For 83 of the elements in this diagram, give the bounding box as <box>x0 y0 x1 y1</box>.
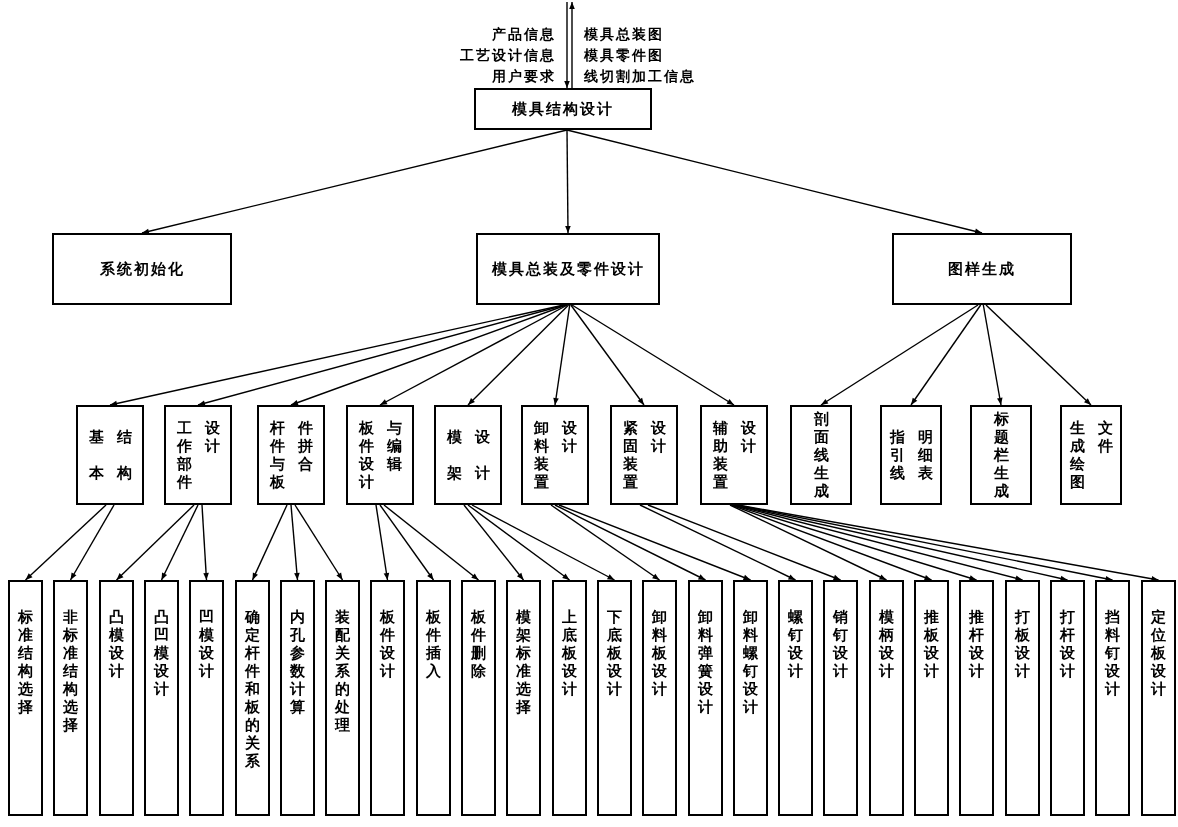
arrow <box>290 304 567 406</box>
vertical-process-box: 卸料板设计 <box>642 580 677 816</box>
flow-label: 模具零件图 <box>584 46 664 65</box>
process-box: 系统初始化 <box>52 233 232 305</box>
arrow <box>471 504 616 581</box>
vertical-process-box: 内孔参数计算 <box>280 580 315 816</box>
vertical-process-box: 确定杆件和板的关系 <box>235 580 270 816</box>
arrow <box>24 504 107 581</box>
vertical-process-box: 上底板设计 <box>552 580 587 816</box>
arrow <box>550 504 661 581</box>
arrow <box>910 304 982 406</box>
vertical-process-box: 非标准结构选择 <box>53 580 88 816</box>
arrow <box>467 504 571 581</box>
arrow <box>290 504 300 581</box>
arrow <box>201 504 209 581</box>
arrow <box>141 129 568 235</box>
vertical-process-box: 打杆设计 <box>1050 580 1085 816</box>
flow-label: 产品信息 <box>492 25 556 44</box>
vertical-process-box: 指引线明细表 <box>880 405 942 505</box>
arrow <box>467 304 570 406</box>
vertical-process-box: 凹模设计 <box>189 580 224 816</box>
vertical-process-box: 挡料钉设计 <box>1095 580 1130 816</box>
process-box: 模具结构设计 <box>474 88 652 130</box>
arrow <box>383 504 480 581</box>
arrow <box>639 504 797 581</box>
arrow <box>571 304 735 406</box>
arrow <box>379 304 569 406</box>
arrow <box>69 504 115 581</box>
arrow <box>566 129 983 235</box>
vertical-process-box: 凸模设计 <box>99 580 134 816</box>
vertical-process-box: 标题栏生成 <box>970 405 1032 505</box>
arrow <box>729 504 888 581</box>
vertical-process-box: 销钉设计 <box>823 580 858 816</box>
flow-label: 用户要求 <box>492 67 556 86</box>
arrow <box>553 304 571 406</box>
vertical-process-box: 板件插入 <box>416 580 451 816</box>
vertical-process-box: 装配关系的处理 <box>325 580 360 816</box>
vertical-process-box: 卸料螺钉设计 <box>733 580 768 816</box>
vertical-process-box: 辅助装置设计 <box>700 405 768 505</box>
arrow <box>558 504 752 581</box>
process-box: 模具总装及零件设计 <box>476 233 660 305</box>
arrow <box>379 504 435 581</box>
vertical-process-box: 板件设计与编辑 <box>346 405 414 505</box>
flow-label: 模具总装图 <box>584 25 664 44</box>
arrow <box>569 1 575 89</box>
process-box: 图样生成 <box>892 233 1072 305</box>
vertical-process-box: 剖面线生成 <box>790 405 852 505</box>
vertical-process-box: 打板设计 <box>1005 580 1040 816</box>
vertical-process-box: 标准结构选择 <box>8 580 43 816</box>
flow-label: 工艺设计信息 <box>460 46 556 65</box>
vertical-process-box: 生成绘图文件 <box>1060 405 1122 505</box>
arrow <box>565 129 571 234</box>
arrow <box>463 504 525 581</box>
vertical-process-box: 下底板设计 <box>597 580 632 816</box>
flow-label: 线切割加工信息 <box>584 67 696 86</box>
arrow <box>554 504 707 581</box>
arrow <box>982 304 1003 406</box>
arrow <box>160 504 199 581</box>
vertical-process-box: 模架标准选择 <box>506 580 541 816</box>
vertical-process-box: 模架设计 <box>434 405 502 505</box>
vertical-process-box: 推板设计 <box>914 580 949 816</box>
vertical-process-box: 模柄设计 <box>869 580 904 816</box>
arrow <box>251 504 288 581</box>
arrow <box>985 304 1092 406</box>
arrow <box>647 504 842 581</box>
vertical-process-box: 凸凹模设计 <box>144 580 179 816</box>
arrow <box>115 504 195 581</box>
vertical-process-box: 工作部件设计 <box>164 405 232 505</box>
vertical-process-box: 卸料装置设计 <box>521 405 589 505</box>
vertical-process-box: 定位板设计 <box>1141 580 1176 816</box>
vertical-process-box: 杆件与板件拼合 <box>257 405 325 505</box>
vertical-process-box: 螺钉设计 <box>778 580 813 816</box>
arrow <box>294 504 344 581</box>
arrow <box>820 304 979 406</box>
vertical-process-box: 板件设计 <box>370 580 405 816</box>
vertical-process-box: 基本结构 <box>76 405 144 505</box>
vertical-process-box: 卸料弹簧设计 <box>688 580 723 816</box>
arrow <box>564 1 570 89</box>
vertical-process-box: 板件删除 <box>461 580 496 816</box>
arrow <box>570 304 645 406</box>
arrow <box>375 504 390 581</box>
vertical-process-box: 紧固装置设计 <box>610 405 678 505</box>
vertical-process-box: 推杆设计 <box>959 580 994 816</box>
